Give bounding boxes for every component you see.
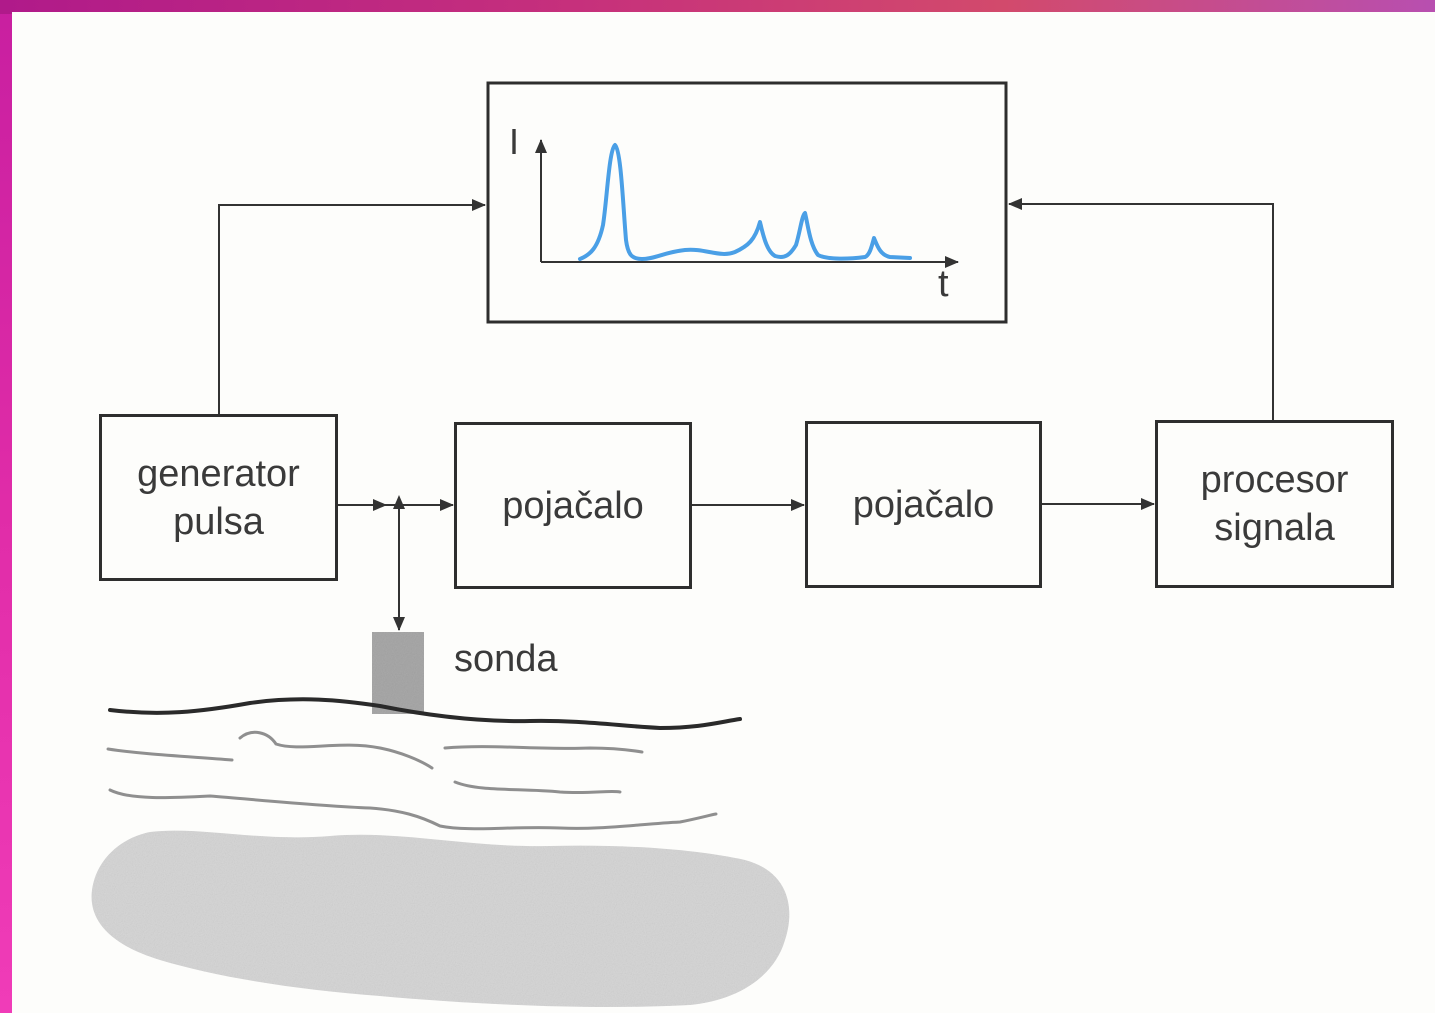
amplifier1-block: pojačalo [454,422,692,589]
echo-signal-trace [578,143,912,261]
processor-block: procesor signala [1155,420,1394,588]
processor-label-line2: signala [1214,507,1335,549]
processor-to-display-line [1008,198,1274,421]
amplifier1-label: pojačalo [502,484,644,527]
generator-to-display-line [218,199,486,414]
y-axis-label: I [509,121,520,162]
oscilloscope-box [486,81,1008,324]
amplifier2-label: pojačalo [852,483,995,526]
generator-label-line2: pulsa [173,500,264,543]
x-axis-label: t [938,263,949,305]
tissue-layer-lines [106,730,718,831]
probe-label: sonda [454,638,558,680]
tissue-target-region [91,830,790,1007]
slide-top-bar [0,0,1435,14]
tissue-surface-line [108,697,742,731]
probe-block [372,632,424,714]
amplifier2-block: pojačalo [805,421,1042,588]
generator-label-line1: generator [137,452,300,495]
processor-label-line1: procesor [1200,459,1349,501]
generator-block: generator pulsa [99,414,338,581]
